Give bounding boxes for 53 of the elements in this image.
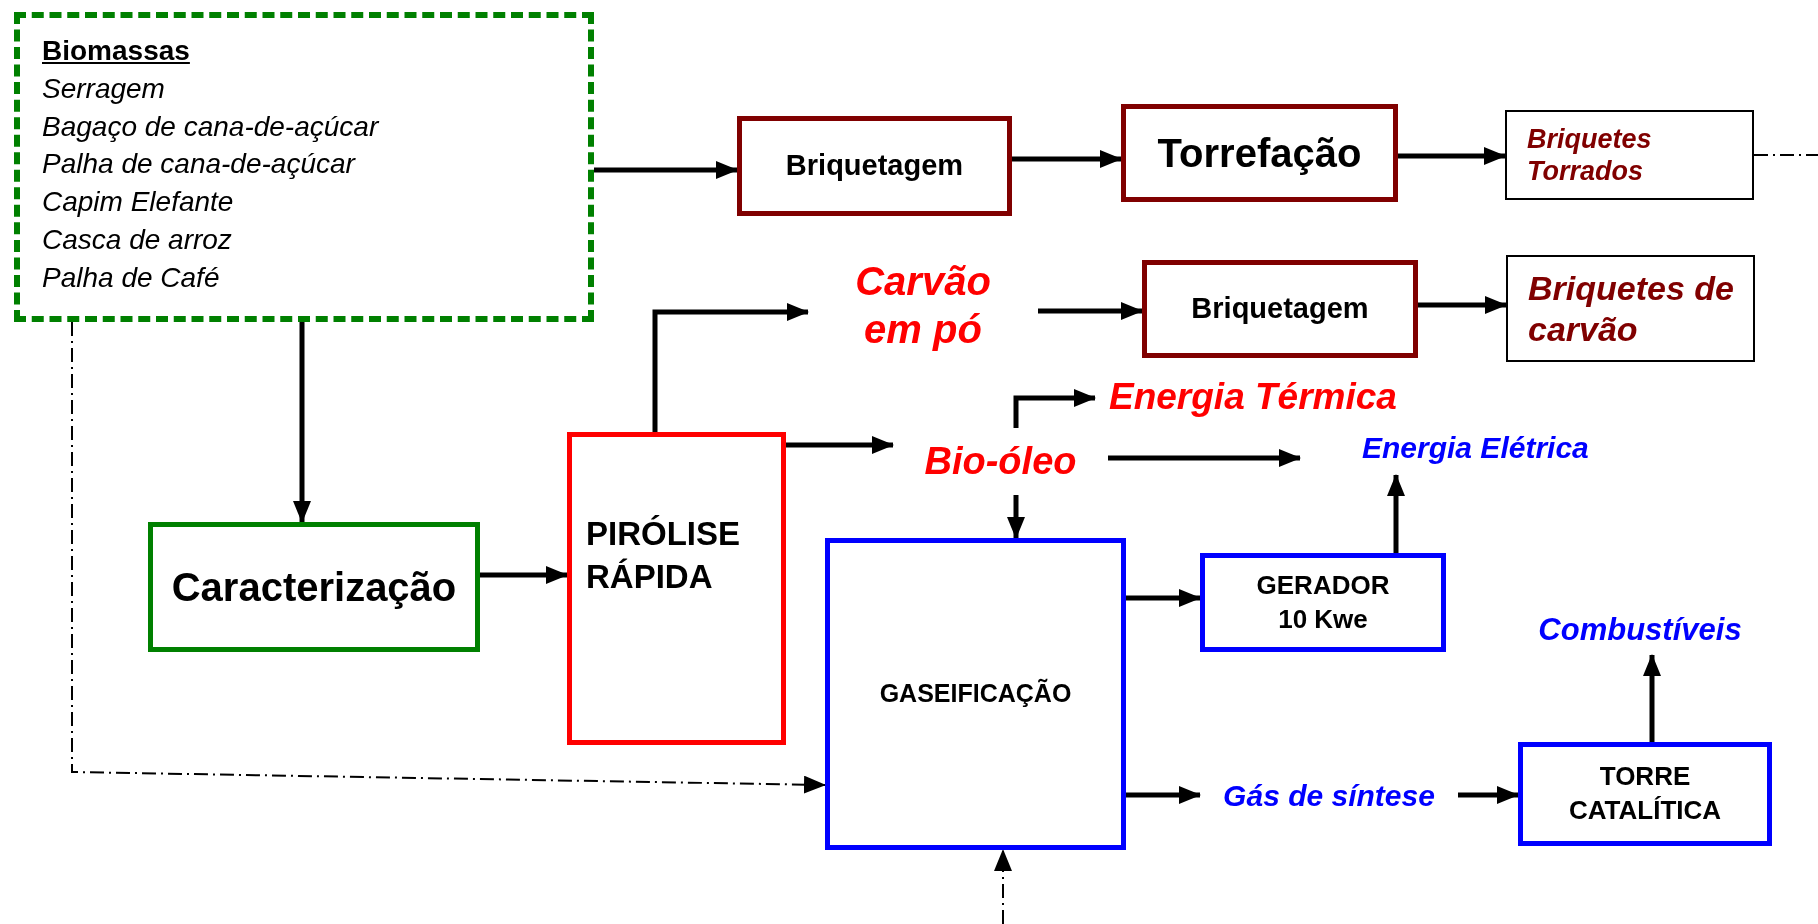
box-label: PIRÓLISE RÁPIDA xyxy=(586,514,742,597)
list-heading: Biomassas xyxy=(42,34,190,68)
dash-dot-arrow xyxy=(71,321,826,794)
list-item: Bagaço de cana-de-açúcar xyxy=(42,109,379,144)
list-item: Capim Elefante xyxy=(42,185,234,220)
arrow xyxy=(1012,150,1122,168)
arrow xyxy=(1458,786,1519,804)
arrow xyxy=(1387,474,1405,553)
process-box xyxy=(148,522,480,652)
box-label: TORRE CATALÍTICA xyxy=(1567,760,1723,827)
process-box xyxy=(737,116,1012,216)
box-label: Caracterização xyxy=(171,564,457,611)
arrow xyxy=(1643,654,1661,742)
product-box xyxy=(1505,110,1754,200)
dash-dot-arrow xyxy=(994,849,1012,924)
product-label: Carvão em pó xyxy=(808,255,1038,355)
arrow xyxy=(1007,495,1025,539)
product-box xyxy=(1506,255,1755,362)
arrow xyxy=(1038,302,1143,320)
arrow xyxy=(1418,296,1507,314)
product-label: Bio-óleo xyxy=(893,428,1108,495)
box-label: Briquetagem xyxy=(785,148,964,184)
box-label: Torrefação xyxy=(1157,130,1362,177)
arrow xyxy=(480,566,568,584)
box-label: GERADOR 10 Kwe xyxy=(1255,568,1391,636)
process-box xyxy=(567,432,786,745)
process-box xyxy=(825,538,1126,850)
process-box xyxy=(1121,104,1398,202)
process-box xyxy=(1142,260,1418,358)
list-item: Serragem xyxy=(42,71,165,106)
box-label: GASEIFICAÇÃO xyxy=(879,677,1072,710)
arrow xyxy=(786,436,894,454)
box-label: Briquetes Torrados xyxy=(1527,122,1653,188)
process-box xyxy=(1518,742,1772,846)
product-label: Energia Elétrica xyxy=(1300,420,1660,475)
arrow xyxy=(1398,147,1506,165)
arrow xyxy=(1108,449,1301,467)
box-label: Briquetes de carvão xyxy=(1528,267,1735,350)
list-item: Palha de Café xyxy=(42,260,220,295)
arrow xyxy=(1013,389,1096,428)
product-label: Combustíveis xyxy=(1510,605,1770,655)
product-label: Energia Térmica xyxy=(1095,372,1455,422)
list-item: Casca de arroz xyxy=(42,223,232,257)
arrow xyxy=(1126,589,1201,607)
process-box xyxy=(1200,553,1446,652)
arrow xyxy=(652,303,809,432)
arrow xyxy=(1126,786,1201,804)
list-item: Palha de cana-de-açúcar xyxy=(42,147,355,182)
arrow xyxy=(594,161,738,179)
arrow xyxy=(293,322,311,523)
product-label: Gás de síntese xyxy=(1200,770,1458,820)
input-list-box xyxy=(14,12,594,322)
box-label: Briquetagem xyxy=(1191,291,1369,327)
